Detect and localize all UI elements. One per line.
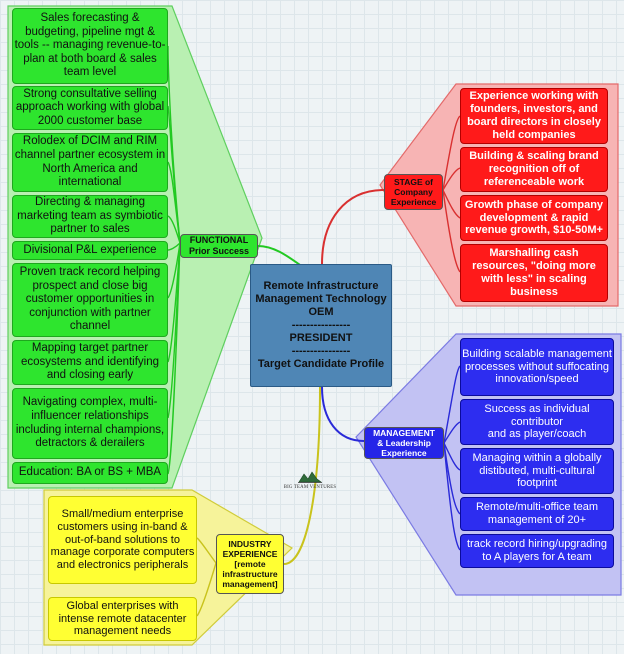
functional-item-2[interactable]: Rolodex of DCIM and RIM channel partner … xyxy=(12,133,168,192)
functional-item-label: Rolodex of DCIM and RIM channel partner … xyxy=(14,135,166,189)
functional-hub[interactable]: FUNCTIONAL Prior Success xyxy=(180,234,258,258)
logo: BIG TEAM VENTURES xyxy=(283,470,337,498)
management-item-4[interactable]: track record hiring/upgrading to A playe… xyxy=(460,534,614,568)
functional-item-label: Mapping target partner ecosystems and id… xyxy=(20,342,160,382)
management-item-label: Managing within a globally distibuted, m… xyxy=(472,451,602,490)
functional-item-7[interactable]: Navigating complex, multi-influencer rel… xyxy=(12,388,168,459)
functional-item-6[interactable]: Mapping target partner ecosystems and id… xyxy=(12,340,168,385)
stage-item-2[interactable]: Growth phase of company development & ra… xyxy=(460,195,608,241)
industry-connectors xyxy=(196,386,321,617)
functional-item-label: Directing & managing marketing team as s… xyxy=(17,196,163,236)
management-item-label: Success as individual contributor and as… xyxy=(484,402,590,441)
management-connectors xyxy=(321,365,461,551)
stage-item-label: Growth phase of company development & ra… xyxy=(464,198,604,237)
industry-item-1[interactable]: Global enterprises with intense remote d… xyxy=(48,597,197,641)
functional-hub-label: FUNCTIONAL Prior Success xyxy=(188,235,250,256)
industry-item-0[interactable]: Small/medium enterprise customers using … xyxy=(48,496,197,584)
management-item-label: track record hiring/upgrading to A playe… xyxy=(466,538,608,563)
industry-item-label: Global enterprises with intense remote d… xyxy=(58,599,187,638)
functional-item-5[interactable]: Proven track record helping prospect and… xyxy=(12,263,168,337)
management-hub-label: MANAGEMENT & Leadership Experience xyxy=(373,427,435,459)
functional-item-0[interactable]: Sales forecasting & budgeting, pipeline … xyxy=(12,8,168,84)
industry-hub-label: INDUSTRY EXPERIENCE [remote infrastructu… xyxy=(222,538,278,590)
stage-item-3[interactable]: Marshalling cash resources, "doing more … xyxy=(460,244,608,302)
logo-text: BIG TEAM VENTURES xyxy=(283,485,337,490)
functional-item-8[interactable]: Education: BA or BS + MBA xyxy=(12,462,168,484)
stage-item-1[interactable]: Building & scaling brand recognition off… xyxy=(460,147,608,192)
management-item-label: Building scalable management processes w… xyxy=(462,347,612,386)
functional-connectors xyxy=(167,45,301,475)
industry-hub[interactable]: INDUSTRY EXPERIENCE [remote infrastructu… xyxy=(216,534,284,594)
functional-item-3[interactable]: Directing & managing marketing team as s… xyxy=(12,195,168,238)
functional-item-1[interactable]: Strong consultative selling approach wor… xyxy=(12,86,168,130)
management-hub[interactable]: MANAGEMENT & Leadership Experience xyxy=(364,427,444,459)
stage-item-label: Experience working with founders, invest… xyxy=(467,90,601,141)
stage-connectors xyxy=(321,115,461,273)
functional-item-4[interactable]: Divisional P&L experience xyxy=(12,241,168,260)
management-item-label: Remote/multi-office team management of 2… xyxy=(475,501,599,526)
functional-item-label: Navigating complex, multi-influencer rel… xyxy=(15,396,165,450)
stage-hub[interactable]: STAGE of Company Experience xyxy=(384,174,443,210)
industry-item-label: Small/medium enterprise customers using … xyxy=(50,507,195,572)
logo-mark-icon xyxy=(298,471,322,483)
management-item-1[interactable]: Success as individual contributor and as… xyxy=(460,399,614,445)
functional-item-label: Sales forecasting & budgeting, pipeline … xyxy=(14,12,166,79)
functional-item-label: Strong consultative selling approach wor… xyxy=(15,87,165,127)
management-item-0[interactable]: Building scalable management processes w… xyxy=(460,338,614,396)
stage-item-label: Building & scaling brand recognition off… xyxy=(469,150,599,188)
stage-item-label: Marshalling cash resources, "doing more … xyxy=(472,247,596,298)
functional-item-label: Education: BA or BS + MBA xyxy=(18,466,162,479)
stage-hub-label: STAGE of Company Experience xyxy=(390,176,437,207)
functional-item-label: Divisional P&L experience xyxy=(23,243,157,256)
center-topic[interactable]: Remote Infrastructure Management Technol… xyxy=(250,264,392,387)
management-item-2[interactable]: Managing within a globally distibuted, m… xyxy=(460,448,614,494)
center-title: Remote Infrastructure Management Technol… xyxy=(255,280,387,370)
management-item-3[interactable]: Remote/multi-office team management of 2… xyxy=(460,497,614,531)
stage-item-0[interactable]: Experience working with founders, invest… xyxy=(460,88,608,144)
functional-item-label: Proven track record helping prospect and… xyxy=(19,266,161,333)
